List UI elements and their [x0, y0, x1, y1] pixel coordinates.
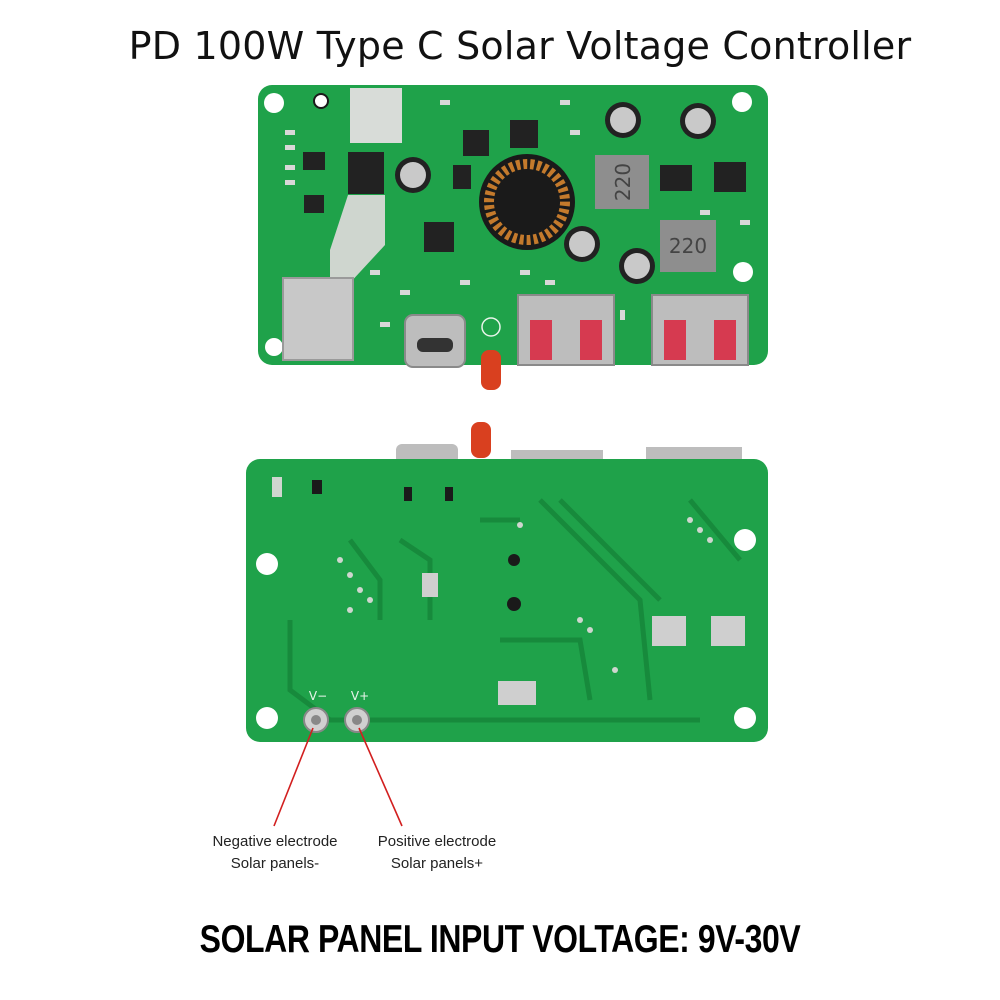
bottom-pcb-body: [246, 459, 768, 742]
copper-pour: [330, 195, 385, 285]
page-title: PD 100W Type C Solar Voltage Controller: [128, 24, 912, 68]
ic-chip: [510, 120, 538, 148]
mount-hole: [256, 707, 278, 729]
capacitor-top: [569, 231, 595, 257]
capacitor-top: [610, 107, 636, 133]
mount-hole: [734, 529, 756, 551]
v-minus-hole: [311, 715, 321, 725]
mount-hole: [313, 93, 329, 109]
usb-c-opening: [417, 338, 453, 352]
solder-pad: [652, 616, 686, 646]
usb-a-tongue: [530, 320, 552, 360]
status-led: [481, 350, 501, 390]
v-plus-hole: [352, 715, 362, 725]
mosfet-chip: [348, 152, 384, 194]
power-inductor: [595, 155, 649, 209]
input-voltage-banner: SOLAR PANEL INPUT VOLTAGE: 9V-30V: [199, 918, 801, 961]
solder-pad: [445, 487, 453, 501]
usb-a-tongue: [664, 320, 686, 360]
positive-pointer-line: [358, 727, 403, 827]
positive-electrode-label: Positive electrode Solar panels+: [377, 833, 497, 872]
usb-a-tongue: [714, 320, 736, 360]
capacitor-top: [685, 108, 711, 134]
power-inductor: [660, 220, 716, 272]
status-led: [471, 422, 491, 458]
pcb-traces: [287, 498, 742, 723]
ic-chip: [714, 162, 746, 192]
inductor-label: 220: [669, 234, 707, 258]
v-plus-label: V+: [351, 689, 369, 703]
capacitor-top: [400, 162, 426, 188]
mount-hole: [732, 92, 752, 112]
mount-hole: [264, 93, 284, 113]
solder-pad: [404, 487, 412, 501]
usb-a-tongue: [580, 320, 602, 360]
toroid-core: [509, 184, 545, 220]
shield-can: [350, 88, 402, 143]
negative-electrode-label: Negative electrode Solar panels-: [212, 833, 338, 872]
mount-hole: [734, 707, 756, 729]
inductor-label: 220: [611, 163, 635, 201]
input-pad: [282, 277, 354, 361]
mount-hole: [256, 553, 278, 575]
ic-chip: [660, 165, 692, 191]
mount-hole: [265, 338, 283, 356]
led-pad: [481, 317, 501, 337]
solder-pad: [498, 681, 536, 705]
bottom-board: V− V+: [246, 422, 768, 742]
solder-pad: [272, 477, 282, 497]
vias: [337, 517, 713, 673]
v-minus-label: V−: [309, 689, 327, 703]
solder-pad: [711, 616, 745, 646]
ic-chip: [304, 195, 324, 213]
ic-chip: [303, 152, 325, 170]
ic-chip: [453, 165, 471, 189]
solder-pad: [312, 480, 322, 494]
mount-hole: [733, 262, 753, 282]
top-board: 220 220: [258, 85, 768, 390]
via-large: [507, 597, 521, 611]
solder-pad: [422, 573, 438, 597]
via-large: [508, 554, 520, 566]
negative-pointer-line: [273, 727, 314, 827]
copper-winding: [484, 159, 570, 245]
capacitor-top: [624, 253, 650, 279]
smd-components: [285, 100, 750, 327]
controller-ic: [424, 222, 454, 252]
ic-chip: [463, 130, 489, 156]
